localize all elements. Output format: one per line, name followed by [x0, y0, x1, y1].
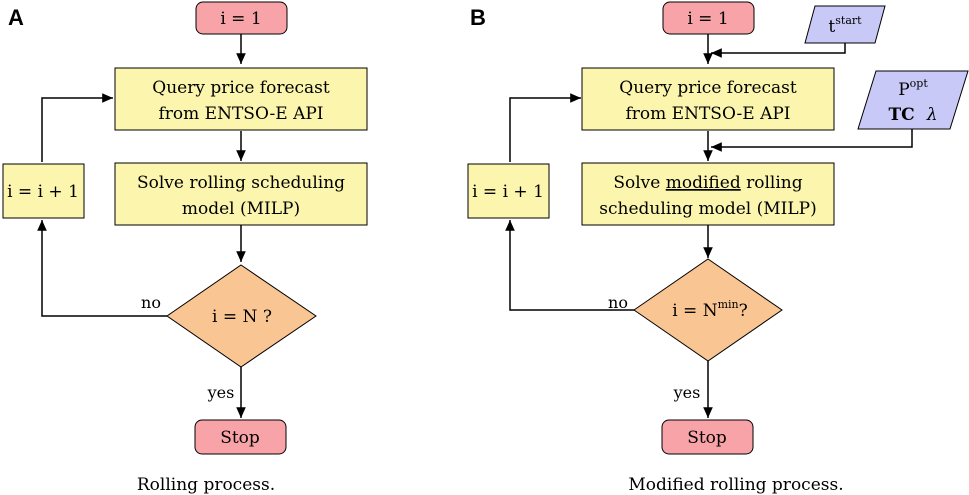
query-forecast-line1: Query price forecast	[152, 78, 330, 98]
start-node-b-text: i = 1	[687, 9, 728, 29]
yes-label: yes	[207, 383, 235, 402]
decision-diamond-b	[633, 258, 783, 362]
panel-a-caption: Rolling process.	[137, 475, 275, 495]
solve-modified-line1: Solve modified rolling	[613, 173, 802, 193]
decision-text: i = N ?	[212, 307, 272, 327]
solve-model-box	[114, 162, 368, 226]
start-node	[195, 1, 288, 35]
stop-node-b	[661, 419, 754, 455]
edge-increment-to-query-b	[509, 93, 581, 162]
popt-text: Popt	[898, 77, 928, 100]
solve-modified-line2: scheduling model (MILP)	[599, 199, 816, 219]
query-forecast-box	[114, 67, 368, 131]
panel-a: A i = 1 Query price forecast from ENTSO-…	[2, 1, 368, 495]
decision-b-text: i = Nmin?	[672, 298, 748, 321]
decision-diamond	[166, 264, 317, 368]
panel-b-caption: Modified rolling process.	[628, 475, 843, 495]
query-forecast-b-line1: Query price forecast	[619, 78, 797, 98]
query-forecast-b-line2: from ENTSO-E API	[626, 104, 791, 124]
stop-node-text: Stop	[220, 428, 260, 448]
no-label: no	[141, 293, 161, 312]
stop-node	[194, 419, 287, 455]
edge-decision-no-to-increment-b	[505, 220, 634, 311]
no-label-b: no	[608, 293, 628, 312]
panel-b-label: B	[470, 5, 486, 30]
solve-model-line1: Solve rolling scheduling	[137, 173, 345, 193]
start-node-b	[662, 1, 755, 35]
query-forecast-box-b	[581, 67, 835, 131]
increment-text: i = i + 1	[7, 182, 79, 202]
edge-increment-to-query	[41, 93, 113, 162]
solve-modified-model-box	[581, 162, 835, 226]
increment-box	[2, 163, 85, 219]
tstart-input	[804, 5, 886, 44]
stop-node-b-text: Stop	[687, 428, 727, 448]
query-forecast-line2: from ENTSO-E API	[159, 104, 324, 124]
tstart-text: tstart	[828, 14, 862, 37]
edge-decision-no-to-increment	[37, 220, 167, 317]
edge-popt-to-flow	[711, 129, 913, 152]
popt-tc-lambda-input	[857, 70, 969, 130]
increment-b-text: i = i + 1	[472, 182, 544, 202]
panel-a-label: A	[8, 5, 24, 30]
edge-tstart-to-flow	[711, 43, 846, 58]
solve-model-line2: model (MILP)	[182, 199, 300, 219]
yes-label-b: yes	[673, 383, 701, 402]
start-node-text: i = 1	[220, 9, 261, 29]
increment-box-b	[467, 163, 550, 219]
